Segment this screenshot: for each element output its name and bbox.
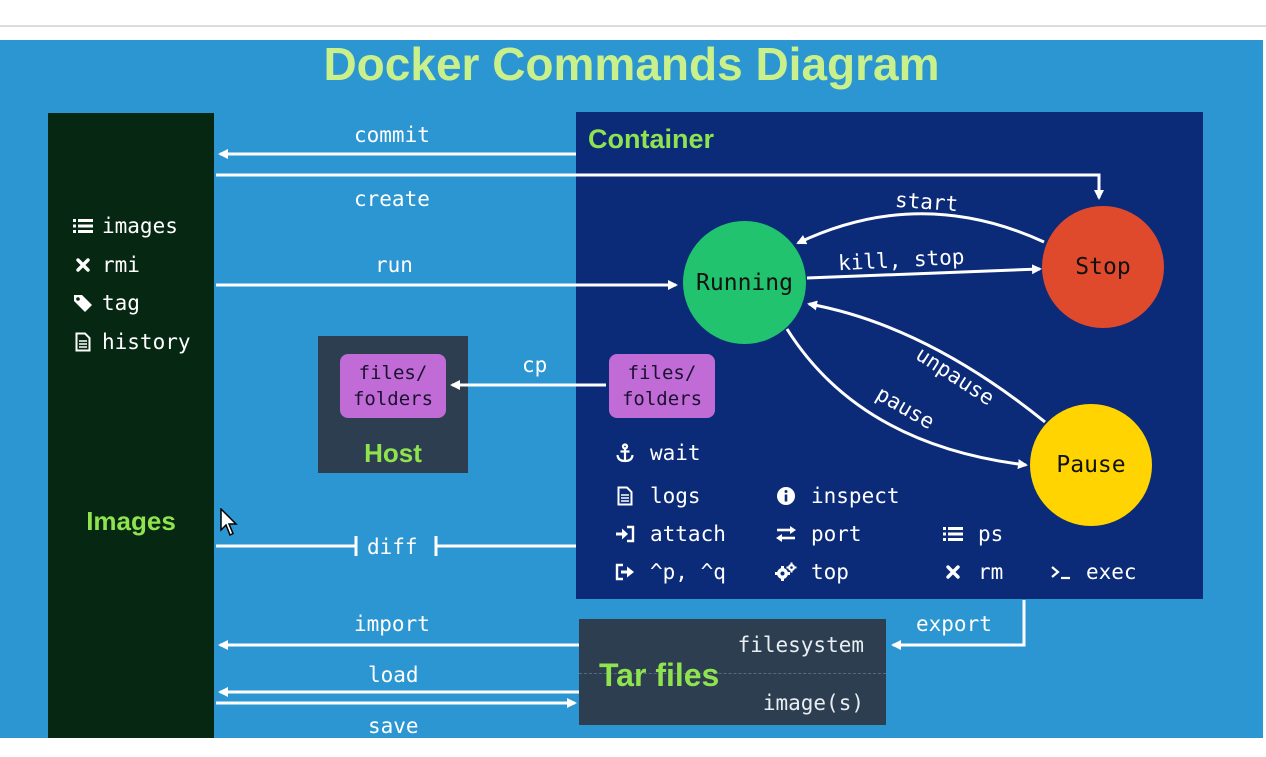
stop-state: Stop — [1042, 206, 1164, 328]
sign-in-icon — [614, 525, 636, 543]
diff-arrow-left — [216, 536, 358, 556]
list-icon — [942, 526, 964, 542]
export-label: export — [916, 612, 992, 636]
running-state: Running — [683, 221, 806, 344]
document-icon — [72, 332, 94, 352]
kill-stop-arrow — [806, 264, 1042, 280]
images-command: images — [72, 214, 178, 238]
tag-icon — [72, 294, 94, 312]
terminal-icon — [1050, 564, 1072, 580]
cross-icon — [942, 565, 964, 579]
rmi-command: rmi — [72, 253, 140, 277]
create-label: create — [354, 187, 430, 211]
rm-command: rm — [942, 560, 1003, 584]
container-files-line2: folders — [621, 388, 703, 410]
gears-icon — [775, 562, 797, 582]
tar-images-label: image(s) — [762, 691, 864, 715]
container-files-line1: files/ — [627, 362, 697, 384]
images-panel: images rmi tag history Images — [48, 113, 214, 738]
host-files-line2: folders — [352, 388, 434, 410]
exchange-icon — [775, 525, 797, 543]
top-command-label: top — [811, 560, 849, 584]
detach-command: ^p, ^q — [614, 560, 726, 584]
import-label: import — [354, 612, 430, 636]
container-panel-title: Container — [588, 124, 715, 154]
wait-command-label: wait — [650, 441, 701, 465]
diff-label: diff — [367, 535, 418, 559]
run-label: run — [375, 253, 413, 277]
rmi-command-label: rmi — [102, 253, 140, 277]
mouse-cursor-icon — [220, 508, 238, 537]
export-arrow — [891, 600, 1026, 650]
pause-arrow — [785, 328, 1028, 470]
host-files-box: files/ folders — [340, 354, 446, 418]
diff-arrow-right — [434, 536, 576, 556]
diagram-title: Docker Commands Diagram — [323, 38, 940, 90]
start-arrow — [796, 212, 1045, 245]
wait-command: wait — [614, 441, 701, 465]
unpause-arrow — [807, 300, 1046, 424]
save-label: save — [368, 714, 419, 738]
create-arrow — [216, 173, 1104, 200]
cp-label: cp — [522, 353, 548, 377]
host-files-line1: files/ — [358, 362, 428, 384]
port-command-label: port — [811, 522, 862, 546]
cross-icon — [72, 258, 94, 272]
tag-command: tag — [72, 291, 140, 315]
host-panel-title: Host — [364, 438, 422, 468]
rm-command-label: rm — [978, 560, 1004, 584]
top-command: top — [775, 560, 849, 584]
images-panel-title: Images — [86, 506, 176, 536]
attach-command-label: attach — [650, 522, 726, 546]
tar-separator — [579, 673, 886, 674]
ps-command-label: ps — [978, 522, 1004, 546]
pause-state: Pause — [1030, 404, 1152, 526]
container-files-box: files/ folders — [609, 354, 715, 418]
commit-label: commit — [354, 123, 430, 147]
window-top-border — [0, 25, 1266, 27]
ps-command: ps — [942, 522, 1003, 546]
logs-command: logs — [614, 484, 701, 508]
info-icon — [775, 486, 797, 506]
sign-out-icon — [614, 563, 636, 581]
document-icon — [614, 486, 636, 506]
flow-arrows — [216, 149, 1104, 708]
tar-files-title: Tar files — [599, 657, 720, 693]
detach-command-label: ^p, ^q — [650, 560, 726, 584]
diagram-canvas: Docker Commands Diagram images rmi tag h… — [0, 40, 1263, 738]
exec-command-label: exec — [1086, 560, 1137, 584]
start-label: start — [894, 187, 959, 217]
exec-command: exec — [1050, 560, 1137, 584]
inspect-command-label: inspect — [811, 484, 900, 508]
anchor-icon — [614, 443, 636, 463]
load-label: load — [368, 663, 419, 687]
attach-command: attach — [614, 522, 726, 546]
logs-command-label: logs — [650, 484, 701, 508]
port-command: port — [775, 522, 862, 546]
history-command-label: history — [102, 330, 191, 354]
host-panel: files/ folders Host — [318, 336, 468, 473]
list-icon — [72, 218, 94, 234]
tar-files-panel: filesystem image(s) Tar files — [579, 619, 886, 725]
tar-filesystem-label: filesystem — [737, 633, 864, 657]
history-command: history — [72, 330, 191, 354]
inspect-command: inspect — [775, 484, 900, 508]
images-command-label: images — [102, 214, 178, 238]
tag-command-label: tag — [102, 291, 140, 315]
